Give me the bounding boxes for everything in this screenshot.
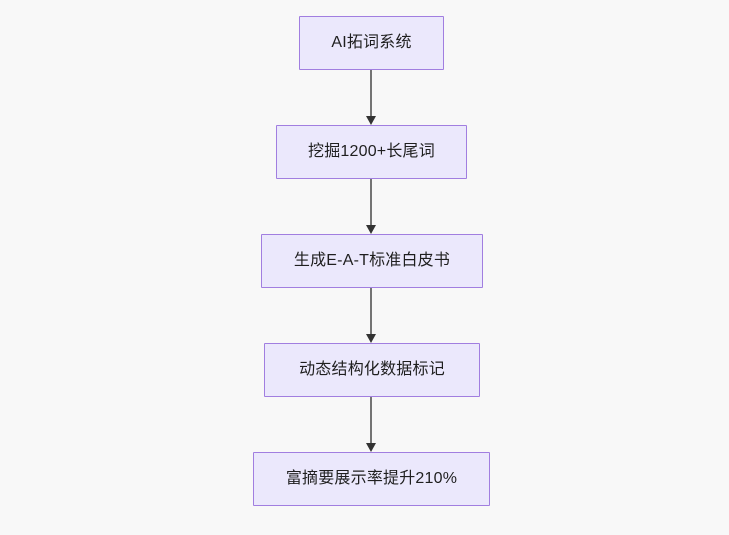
arrowhead-icon-3	[366, 334, 376, 343]
flow-node-label: 生成E-A-T标准白皮书	[293, 252, 451, 269]
flow-node-label: 富摘要展示率提升210%	[285, 470, 458, 487]
flow-node-label: AI拓词系统	[331, 34, 412, 51]
flow-node-label: 挖掘1200+长尾词	[308, 143, 435, 160]
flow-node-label: 动态结构化数据标记	[299, 361, 445, 378]
connector-arrow-4	[364, 397, 378, 452]
connector-line-3	[370, 288, 372, 335]
connector-line-2	[370, 179, 372, 226]
arrowhead-icon-1	[366, 116, 376, 125]
flow-node-mine-longtail-keywords[interactable]: 挖掘1200+长尾词	[276, 125, 467, 179]
connector-arrow-3	[364, 288, 378, 343]
flow-node-ai-keyword-system[interactable]: AI拓词系统	[299, 16, 444, 70]
flow-node-rich-snippet-impression-lift[interactable]: 富摘要展示率提升210%	[253, 452, 490, 506]
connector-arrow-1	[364, 70, 378, 125]
connector-line-1	[370, 70, 372, 117]
connector-line-4	[370, 397, 372, 444]
connector-arrow-2	[364, 179, 378, 234]
flow-node-generate-eat-whitepaper[interactable]: 生成E-A-T标准白皮书	[261, 234, 483, 288]
arrowhead-icon-2	[366, 225, 376, 234]
flow-node-dynamic-structured-data-markup[interactable]: 动态结构化数据标记	[264, 343, 480, 397]
arrowhead-icon-4	[366, 443, 376, 452]
